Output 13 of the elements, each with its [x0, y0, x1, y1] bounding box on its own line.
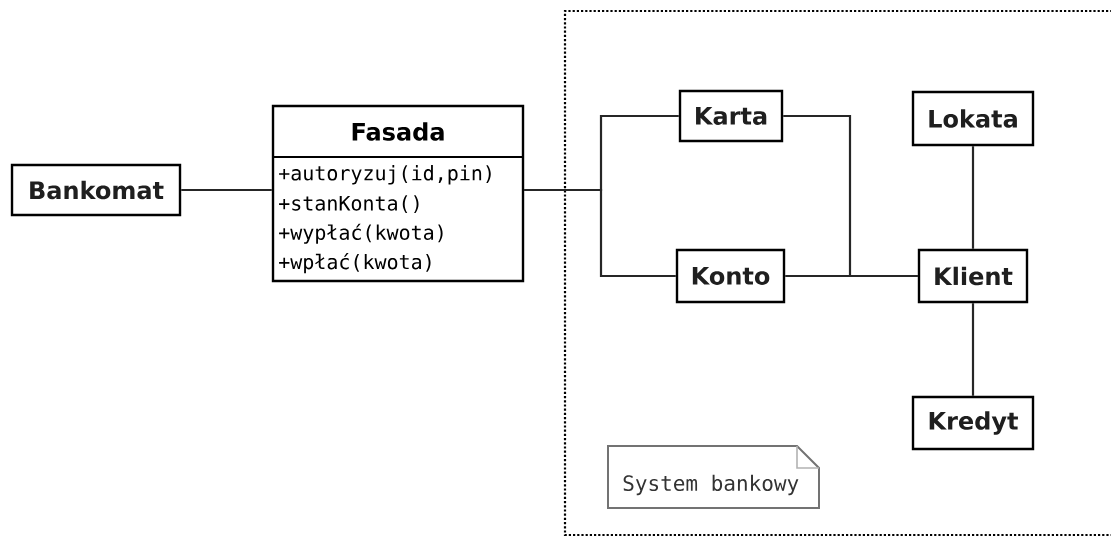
- system-boundary: [563, 9, 1111, 537]
- class-box: Fasada +autoryzuj(id,pin) +stanKonta() +wypłać(kwota) +wpłać(kwota): [271, 104, 525, 283]
- class-box: Bankomat: [10, 163, 182, 217]
- class-box: Klient: [917, 248, 1029, 304]
- class-box: Konto: [675, 248, 786, 304]
- connector-line: [971, 303, 975, 396]
- connector-line: [524, 188, 676, 278]
- class-box: Lokata: [911, 90, 1035, 147]
- class-box: Karta: [678, 89, 784, 143]
- connector-line: [785, 274, 918, 278]
- class-box: Kredyt: [911, 395, 1035, 451]
- connector-line: [971, 146, 975, 249]
- connector-line: [181, 188, 272, 192]
